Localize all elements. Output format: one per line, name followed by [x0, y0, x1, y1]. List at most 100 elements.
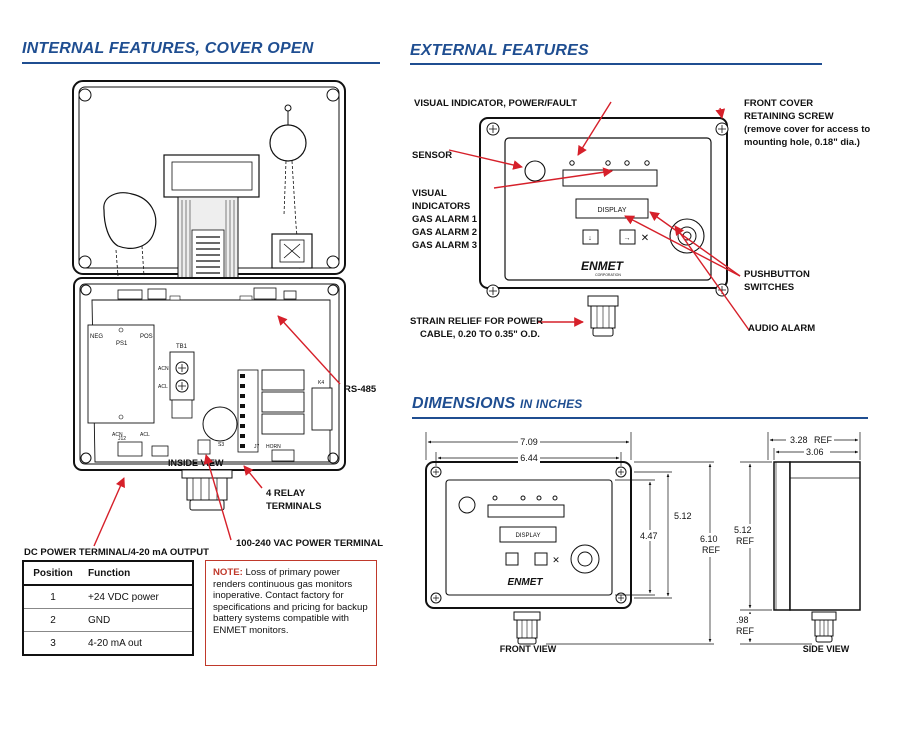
note-heading: NOTE:: [213, 567, 243, 578]
dim-side-bottom-ref: REF: [736, 626, 755, 636]
dim-label-bg-6: [786, 434, 834, 445]
board-label-j7: J7: [254, 444, 260, 450]
board-label-acl: ACL: [158, 384, 168, 390]
dimensions-title-text: DIMENSIONS: [412, 395, 516, 412]
table-cell-position: 1: [23, 584, 82, 609]
internal-title-rule: [22, 62, 380, 64]
svg-text:✕: ✕: [552, 555, 560, 565]
table-row: 1 +24 VDC power: [23, 584, 193, 609]
audio-alarm-label: AUDIO ALARM: [748, 323, 815, 334]
dim-label-bg-9: [734, 614, 758, 638]
visual-indicators-label-2: INDICATORS: [412, 201, 470, 212]
dim-side-bottom: .98: [736, 615, 749, 625]
visual-indicator-power-label: VISUAL INDICATOR, POWER/FAULT: [414, 98, 577, 109]
dim-height-inner: 5.12: [674, 511, 692, 521]
dim-label-bg-1: [518, 436, 540, 447]
ext-brand-sub: CORPORATION: [595, 273, 621, 277]
table-cell-function: 4-20 mA out: [82, 631, 193, 655]
board-label-acl2: ACL: [140, 432, 150, 438]
visual-indicators-label-4: GAS ALARM 2: [412, 227, 477, 238]
svg-text:→: →: [624, 235, 631, 242]
table-row: 3 4-20 mA out: [23, 631, 193, 655]
pushbutton-label-2: SWITCHES: [744, 282, 794, 293]
strain-relief-label-2: CABLE, 0.20 TO 0.35" O.D.: [420, 329, 540, 340]
internal-features-title: INTERNAL FEATURES, COVER OPEN: [22, 40, 314, 57]
board-label-acn2: ACN: [112, 432, 123, 438]
dim-label-bg-2: [518, 452, 540, 463]
relay-terminals-label-2: TERMINALS: [266, 501, 321, 512]
dim-side-inner: 3.06: [806, 447, 824, 457]
inside-view-label: INSIDE VIEW: [168, 458, 224, 468]
dim-width-inner: 6.44: [520, 453, 538, 463]
visual-indicators-label-1: VISUAL: [412, 188, 447, 199]
dimensions-title: DIMENSIONS IN INCHES: [412, 395, 582, 413]
ext-brand-logo: ENMET: [581, 259, 625, 273]
dim-label-bg-3: [673, 510, 695, 521]
dim-height-total: 6.10: [700, 534, 718, 544]
svg-text:✕: ✕: [641, 233, 649, 244]
table-cell-function: +24 VDC power: [82, 584, 193, 609]
external-front-panel: DISPLAY ↓ → ✕ ENMET CORPORATION: [479, 117, 729, 337]
sensor-label: SENSOR: [412, 150, 452, 161]
front-view-label: FRONT VIEW: [500, 644, 557, 654]
internal-callout-arrows: [93, 315, 341, 547]
dim-display-label: DISPLAY: [516, 533, 541, 539]
board-label-acn: ACN: [158, 366, 169, 372]
front-cover-label-4: mounting hole, 0.18" dia.): [744, 137, 860, 148]
dim-height-total-ref: REF: [702, 545, 721, 555]
dim-side-height: 5.12: [734, 525, 752, 535]
board-label-ps1: PS1: [116, 341, 128, 347]
dimension-side-view: [773, 461, 861, 643]
table-row: 2 GND: [23, 608, 193, 632]
dimension-front-view: DISPLAY ✕ ENMET: [425, 461, 632, 645]
strain-relief-label-1: STRAIN RELIEF FOR POWER: [410, 316, 543, 327]
dim-side-total: 3.28: [790, 435, 808, 445]
dc-power-table: Position Function 1 +24 VDC power 2 GND …: [22, 560, 194, 656]
side-view-label: SIDE VIEW: [803, 644, 850, 654]
external-features-title: EXTERNAL FEATURES: [410, 42, 589, 59]
front-cover-label-3: (remove cover for access to: [744, 124, 870, 135]
table-cell-position: 3: [23, 631, 82, 655]
relay-terminals-label-1: 4 RELAY: [266, 488, 306, 499]
external-title-rule: [410, 63, 822, 65]
board-label-s3: S3: [218, 442, 224, 448]
front-cover-label-2: RETAINING SCREW: [744, 111, 834, 122]
rs485-label: RS-485: [344, 384, 377, 395]
table-header-function: Function: [82, 561, 193, 586]
dim-label-bg-5: [698, 533, 722, 557]
dimensions-title-rule: [412, 417, 868, 419]
board-label-tb1: TB1: [176, 344, 188, 350]
front-cover-label-1: FRONT COVER: [744, 98, 813, 109]
enclosure-base: NEG PS1 POS TB1 ACN ACL K4 S3 HORN J7 J1…: [73, 277, 346, 511]
dim-label-bg-4: [638, 530, 662, 541]
board-label-j12: J12: [118, 436, 126, 442]
open-cover: [72, 80, 346, 298]
power-terminal-label: 100-240 VAC POWER TERMINAL: [236, 538, 383, 549]
note-text: Loss of primary power renders continuous…: [213, 567, 368, 636]
board-label-neg: NEG: [90, 334, 103, 340]
table-header-position: Position: [23, 561, 82, 586]
dim-label-bg-7: [804, 446, 830, 457]
dim-label-bg-8: [732, 524, 758, 548]
pushbutton-label-1: PUSHBUTTON: [744, 269, 810, 280]
dc-power-table-title: DC POWER TERMINAL/4-20 mA OUTPUT: [24, 547, 209, 558]
external-callout-arrows: [448, 101, 750, 331]
dimensions-units: IN INCHES: [520, 397, 583, 411]
dim-side-height-ref: REF: [736, 536, 755, 546]
table-header-row: Position Function: [23, 561, 193, 586]
dim-width-total: 7.09: [520, 437, 538, 447]
backup-power-note: NOTE: Loss of primary power renders cont…: [205, 560, 377, 666]
svg-text:↓: ↓: [588, 235, 592, 242]
board-label-k4: K4: [318, 380, 324, 386]
visual-indicators-label-3: GAS ALARM 1: [412, 214, 478, 225]
visual-indicators-label-5: GAS ALARM 3: [412, 240, 477, 251]
dim-height-panel: 4.47: [640, 531, 658, 541]
dim-brand-logo: ENMET: [508, 577, 544, 588]
table-cell-position: 2: [23, 608, 82, 632]
dim-side-total-ref: REF: [814, 435, 833, 445]
table-cell-function: GND: [82, 608, 193, 632]
ext-display-label: DISPLAY: [597, 207, 626, 214]
board-label-horn: HORN: [266, 444, 281, 450]
board-label-pos: POS: [140, 334, 153, 340]
